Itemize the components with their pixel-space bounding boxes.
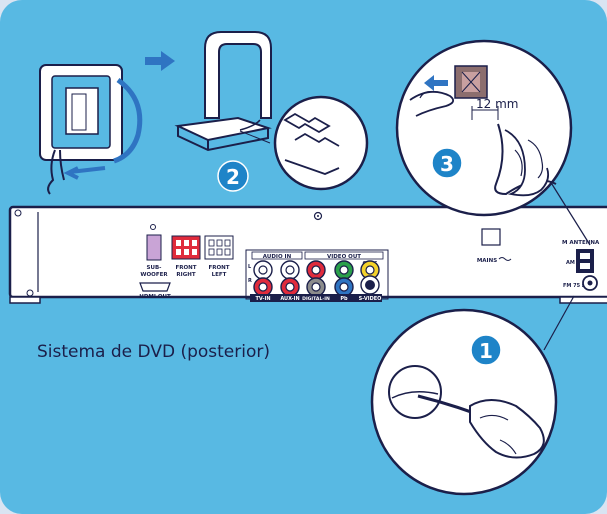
zoom-circle-1	[372, 296, 574, 494]
pb-label: Pb	[340, 296, 348, 302]
r-label: R	[248, 278, 252, 284]
am-loop-antenna-unfolded	[178, 32, 271, 150]
strip-length-label: 12 mm	[476, 97, 518, 111]
front-right-label-1: FRONT	[175, 265, 196, 271]
hdmi-port	[140, 283, 170, 291]
step-badge-1: 1	[471, 335, 501, 365]
am-antenna-label: M ANTENNA	[562, 240, 600, 246]
front-right-label-2: RIGHT	[176, 272, 195, 278]
step-number-3: 3	[440, 152, 454, 176]
arrow-right-icon	[145, 51, 175, 71]
hdmi-out-label: HDMI OUT	[139, 294, 171, 300]
zoom-circle-2	[240, 97, 367, 189]
front-right-connector	[172, 236, 200, 259]
am-terminal	[576, 249, 594, 273]
step-number-1: 1	[479, 339, 493, 363]
audio-in-label: AUDIO IN	[263, 254, 292, 260]
mains-label: MAINS	[477, 258, 497, 264]
s-video-label: S-VIDEO	[359, 296, 382, 302]
digital-in-label: DIGITAL-IN	[302, 296, 330, 302]
front-left-label-2: LEFT	[212, 272, 227, 278]
front-left-connector	[205, 236, 233, 259]
step-badge-3: 3	[432, 148, 462, 178]
dvd-rear-panel: SUB- WOOFER FRONT RIGHT FRONT LEFT HDMI …	[10, 207, 607, 303]
am-loop-antenna-folded	[40, 65, 140, 194]
caption: Sistema de DVD (posterior)	[37, 342, 270, 362]
tv-in-label: TV-IN	[255, 296, 270, 302]
subwoofer-label-2: WOOFER	[140, 272, 168, 278]
step-badge-2: 2	[218, 161, 248, 191]
front-left-label-1: FRONT	[208, 265, 229, 271]
step-number-2: 2	[226, 165, 240, 189]
subwoofer-connector	[147, 235, 161, 260]
am-label: AM	[566, 260, 575, 266]
aux-in-label: AUX-IN	[280, 296, 299, 302]
mains-socket	[482, 229, 500, 245]
subwoofer-label-1: SUB-	[147, 265, 162, 271]
video-out-label: VIDEO OUT	[327, 254, 361, 260]
